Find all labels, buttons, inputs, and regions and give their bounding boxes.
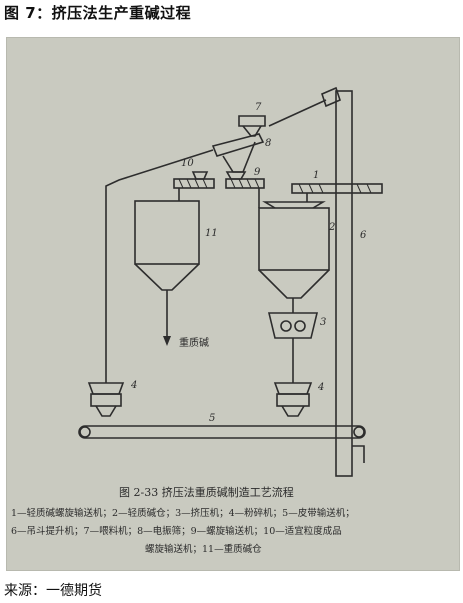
bin-2-cone: [258, 269, 330, 299]
screw-flights-9: [230, 178, 260, 189]
bucket-elevator: [335, 90, 353, 477]
mill-right-outlet: [281, 405, 305, 417]
screw-flights-10: [178, 178, 208, 189]
mill-left-top: [87, 382, 125, 395]
label-8: 8: [265, 138, 271, 149]
label-5: 5: [209, 413, 215, 424]
belt-pulley-left: [79, 426, 91, 438]
bin-2-top: [262, 201, 326, 209]
elevator-chute: [268, 99, 327, 127]
process-diagram: 7 8 10 9 1 2 6 11 3 4 4 5 重质碱 图 2-33 挤压法…: [11, 86, 383, 555]
label-6: 6: [360, 230, 367, 241]
mill-right-top: [273, 382, 313, 395]
roll-right: [294, 320, 306, 332]
label-4-left: 4: [130, 380, 137, 391]
legend-line-3: 螺旋输送机；11—重质碱仓: [145, 543, 262, 555]
elevator-head: [321, 86, 341, 108]
screw-conveyor-1: [291, 183, 383, 194]
label-10: 10: [181, 158, 194, 169]
legend-line-1: 1—轻质碱螺旋输送机；2—轻质碱仓；3—挤压机；4—粉碎机；5—皮带输送机；: [11, 507, 355, 519]
vibrating-screen: [211, 133, 265, 157]
legend-line-2: 6—吊斗提升机；7—喂料机；8—电振筛；9—螺旋输送机；10—适宜粒度成品: [11, 525, 342, 537]
label-3: 3: [320, 317, 326, 328]
belt-conveyor: [78, 425, 366, 439]
product-label: 重质碱: [179, 336, 209, 349]
process-flow-photo: 7 8 10 9 1 2 6 11 3 4 4 5 重质碱 图 2-33 挤压法…: [6, 37, 460, 571]
label-7: 7: [255, 102, 262, 113]
heavy-soda-bin: [134, 200, 200, 265]
conveyor-10-inlet: [191, 171, 209, 180]
belt-pulley-right: [353, 426, 365, 438]
recycle-line: [105, 149, 214, 383]
elevator-boot: [352, 445, 365, 463]
screw-conveyor-9: [225, 178, 265, 189]
figure-title: 图 7：挤压法生产重碱过程: [4, 4, 192, 22]
source-note: 来源：一德期货: [4, 583, 102, 599]
feeder: [238, 115, 266, 127]
compactor: [267, 312, 319, 339]
bin-11-cone: [134, 263, 200, 291]
screw-flights-1: [298, 183, 372, 194]
roll-left: [280, 320, 292, 332]
conveyor-9-inlet: [225, 171, 247, 180]
screw-conveyor-10: [173, 178, 215, 189]
mill-left-outlet: [95, 405, 117, 417]
label-11: 11: [205, 228, 218, 239]
light-soda-bin: [258, 207, 330, 271]
label-9: 9: [254, 167, 261, 178]
label-1: 1: [313, 170, 319, 181]
mill-left-body: [90, 393, 122, 407]
label-4-right: 4: [317, 382, 324, 393]
label-2: 2: [328, 222, 335, 233]
product-arrow: [163, 336, 171, 346]
mill-right-body: [276, 393, 310, 407]
figure-caption: 图 2-33 挤压法重质碱制造工艺流程: [119, 485, 294, 499]
